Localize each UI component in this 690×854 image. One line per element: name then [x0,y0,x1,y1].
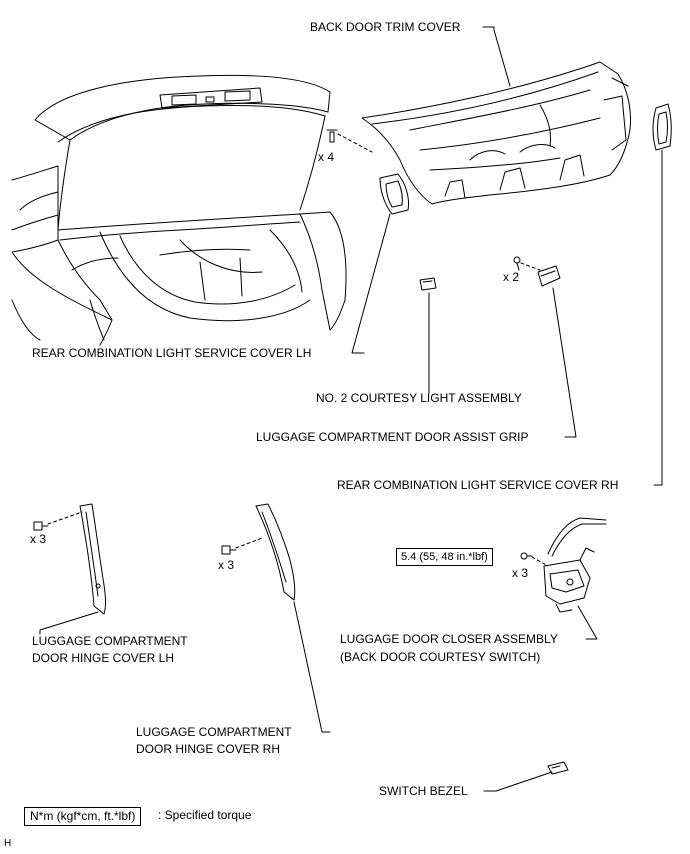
service-cover-rh-part [652,103,672,151]
label-service-cover-rh: REAR COMBINATION LIGHT SERVICE COVER RH [337,478,619,492]
legend-description: : Specified torque [158,808,252,822]
qty-hinge-rh-clips: x 3 [218,558,235,572]
assist-grip-part [537,265,561,287]
assist-grip-screw [513,256,521,271]
qty-closer-bolts: x 3 [512,566,529,580]
label-hinge-cover-lh-line2: DOOR HINGE COVER LH [32,651,175,665]
back-door-trim-cover-part [361,61,631,205]
qty-trim-clips: x 4 [318,150,335,164]
service-cover-lh-part [379,173,409,215]
qty-hinge-lh-clips: x 3 [30,532,47,546]
leader-lines [39,26,663,792]
label-door-closer-line2: (BACK DOOR COURTESY SWITCH) [340,650,541,664]
courtesy-light-part [419,277,437,291]
corner-mark: H [4,838,12,849]
hinge-cover-lh-part [79,503,106,615]
label-courtesy-light: NO. 2 COURTESY LIGHT ASSEMBLY [316,391,522,405]
door-closer-assembly-part [543,517,607,613]
leader-dash-hinge-lh [47,511,83,525]
label-service-cover-lh: REAR COMBINATION LIGHT SERVICE COVER LH [32,346,312,360]
hinge-cover-rh-part [255,503,296,601]
switch-bezel-part [547,761,569,775]
label-switch-bezel: SWITCH BEZEL [379,784,468,798]
trim-clip [326,129,338,143]
qty-grip-screws: x 2 [503,270,520,284]
label-hinge-cover-lh-line1: LUGGAGE COMPARTMENT [32,634,188,648]
torque-spec-closer-bolts: 5.4 (55, 48 in.*lbf) [396,548,493,566]
label-hinge-cover-rh-line2: DOOR HINGE COVER RH [136,742,281,756]
hinge-lh-clip [33,521,49,531]
label-assist-grip: LUGGAGE COMPARTMENT DOOR ASSIST GRIP [256,430,529,444]
label-hinge-cover-rh-line1: LUGGAGE COMPARTMENT [136,725,292,739]
leader-dash-trim-clip [337,133,373,153]
hinge-rh-clip [221,545,237,555]
label-door-closer-line1: LUGGAGE DOOR CLOSER ASSEMBLY [340,632,558,646]
leader-dash-hinge-rh [235,537,263,549]
legend-torque-unit-box: N*m (kgf*cm, ft.*lbf) [24,807,142,826]
label-back-door-trim-cover: BACK DOOR TRIM COVER [310,20,461,34]
closer-bolt [520,552,533,560]
leader-dash-closer-bolt [531,556,549,567]
leader-dash-grip-screw [520,262,541,271]
vehicle-trunk-illustration [11,74,347,346]
